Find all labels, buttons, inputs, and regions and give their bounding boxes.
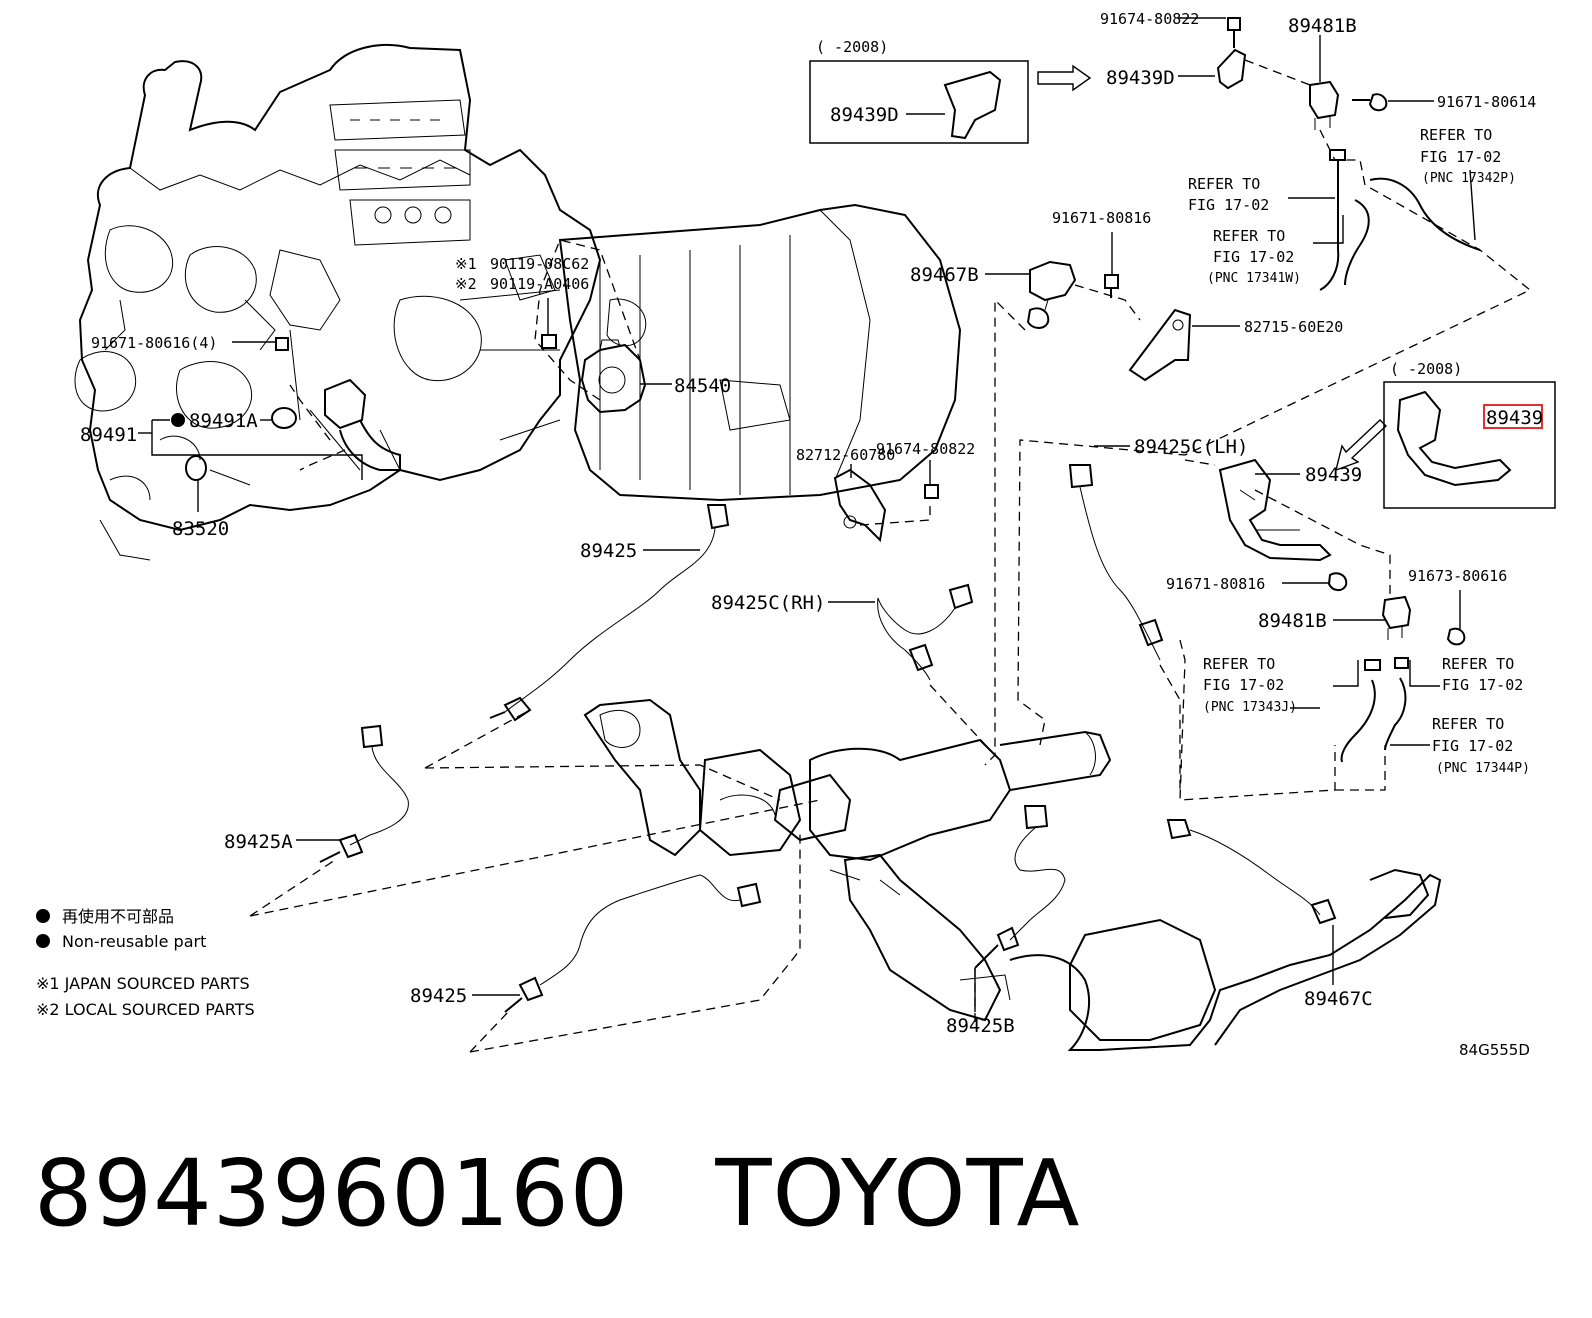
label-refer-d-2: FIG 17-02 bbox=[1203, 676, 1284, 694]
nonreusable-dot-89491a bbox=[171, 413, 185, 427]
label-89467c: 89467C bbox=[1304, 988, 1373, 1010]
label-box1-date: ( -2008) bbox=[816, 38, 888, 56]
label-89425c-lh: 89425C(LH) bbox=[1134, 436, 1248, 458]
legend: 再使用不可部品 Non-reusable part ※1 JAPAN SOURC… bbox=[36, 907, 255, 1019]
label-83520: 83520 bbox=[172, 518, 229, 540]
label-refer-f-3: (PNC 17344P) bbox=[1436, 761, 1530, 776]
footer-caption: 8943960160 TOYOTA bbox=[34, 1138, 1081, 1248]
label-refer-a-3: (PNC 17342P) bbox=[1422, 171, 1516, 186]
engine-illustration bbox=[74, 44, 602, 561]
label-84540: 84540 bbox=[674, 375, 731, 397]
oxygen-sensors bbox=[319, 464, 1337, 1013]
brand-name: TOYOTA bbox=[715, 1139, 1081, 1247]
legend-dot-jp bbox=[36, 909, 50, 923]
leader-lines bbox=[138, 17, 1476, 1012]
arrow-right-icon bbox=[1037, 64, 1092, 92]
label-91673-80616: 91673-80616 bbox=[1408, 567, 1507, 585]
part-labels: 91674-80822 89481B ( -2008) 89439D 89439… bbox=[80, 10, 1543, 1059]
label-box2-date: ( -2008) bbox=[1390, 360, 1462, 378]
label-refer-b-1: REFER TO bbox=[1188, 175, 1260, 193]
label-ref2-mark: ※2 bbox=[455, 275, 477, 293]
legend-note-japan: ※1 JAPAN SOURCED PARTS bbox=[36, 974, 250, 993]
label-91671-80614: 91671-80614 bbox=[1437, 93, 1536, 111]
label-refer-c-1: REFER TO bbox=[1213, 227, 1285, 245]
label-90119-08c62: 90119-08C62 bbox=[490, 255, 589, 273]
label-89425a: 89425A bbox=[224, 831, 293, 853]
throttle-body-84540 bbox=[580, 339, 647, 414]
label-89491: 89491 bbox=[80, 424, 137, 446]
label-refer-c-3: (PNC 17341W) bbox=[1207, 271, 1301, 286]
label-ref1-mark: ※1 bbox=[455, 255, 477, 273]
label-89481b-top: 89481B bbox=[1288, 15, 1357, 37]
label-82712-60780: 82712-60780 bbox=[796, 446, 895, 464]
label-89491a: 89491A bbox=[189, 410, 258, 432]
label-89467b: 89467B bbox=[910, 264, 979, 286]
label-refer-e-2: FIG 17-02 bbox=[1442, 676, 1523, 694]
label-refer-d-3: (PNC 17343J) bbox=[1203, 700, 1297, 715]
inset-part-89439 bbox=[1396, 390, 1512, 487]
reference-dashes bbox=[249, 59, 1532, 1053]
label-refer-c-2: FIG 17-02 bbox=[1213, 248, 1294, 266]
label-91671-80816-top: 91671-80816 bbox=[1052, 209, 1151, 227]
label-refer-e-1: REFER TO bbox=[1442, 655, 1514, 673]
exhaust-illustration bbox=[583, 698, 1442, 1051]
label-91674-80822-top: 91674-80822 bbox=[1100, 10, 1199, 28]
label-91671-80816-mid: 91671-80816 bbox=[1166, 575, 1265, 593]
illustration-code: 84G555D bbox=[1459, 1041, 1530, 1059]
label-89439: 89439 bbox=[1305, 464, 1362, 486]
label-refer-f-2: FIG 17-02 bbox=[1432, 737, 1513, 755]
legend-note-local: ※2 LOCAL SOURCED PARTS bbox=[36, 1000, 255, 1019]
label-box1-89439d: 89439D bbox=[830, 104, 899, 126]
label-90119-a0406: 90119-A0406 bbox=[490, 275, 589, 293]
inset-box-89439 bbox=[1383, 381, 1556, 509]
label-89425b: 89425B bbox=[946, 1015, 1015, 1037]
inset-bracket-89439d bbox=[943, 70, 1002, 140]
label-82715-60e20: 82715-60E20 bbox=[1244, 318, 1343, 336]
transmission-illustration bbox=[459, 203, 962, 502]
small-parts bbox=[185, 17, 1481, 763]
label-89425-lower: 89425 bbox=[410, 985, 467, 1007]
label-refer-a-1: REFER TO bbox=[1420, 126, 1492, 144]
part-number: 8943960160 bbox=[34, 1139, 630, 1247]
label-refer-a-2: FIG 17-02 bbox=[1420, 148, 1501, 166]
label-refer-d-1: REFER TO bbox=[1203, 655, 1275, 673]
legend-dot-en bbox=[36, 934, 50, 948]
highlight-89439 bbox=[1483, 404, 1543, 429]
label-91674-80822-mid: 91674-80822 bbox=[876, 440, 975, 458]
label-89481b-mid: 89481B bbox=[1258, 610, 1327, 632]
legend-nonreusable-en: Non-reusable part bbox=[62, 932, 206, 951]
label-91671-80616-4: 91671-80616(4) bbox=[91, 334, 217, 352]
label-refer-b-2: FIG 17-02 bbox=[1188, 196, 1269, 214]
legend-nonreusable-jp: 再使用不可部品 bbox=[62, 907, 174, 926]
inset-box-89439d bbox=[809, 60, 1029, 144]
label-box2-89439: 89439 bbox=[1486, 407, 1543, 429]
label-refer-f-1: REFER TO bbox=[1432, 715, 1504, 733]
label-89425-upper: 89425 bbox=[580, 540, 637, 562]
label-89439d: 89439D bbox=[1106, 67, 1175, 89]
arrow-down-left-icon bbox=[1335, 419, 1388, 472]
label-89425c-rh: 89425C(RH) bbox=[711, 592, 825, 614]
